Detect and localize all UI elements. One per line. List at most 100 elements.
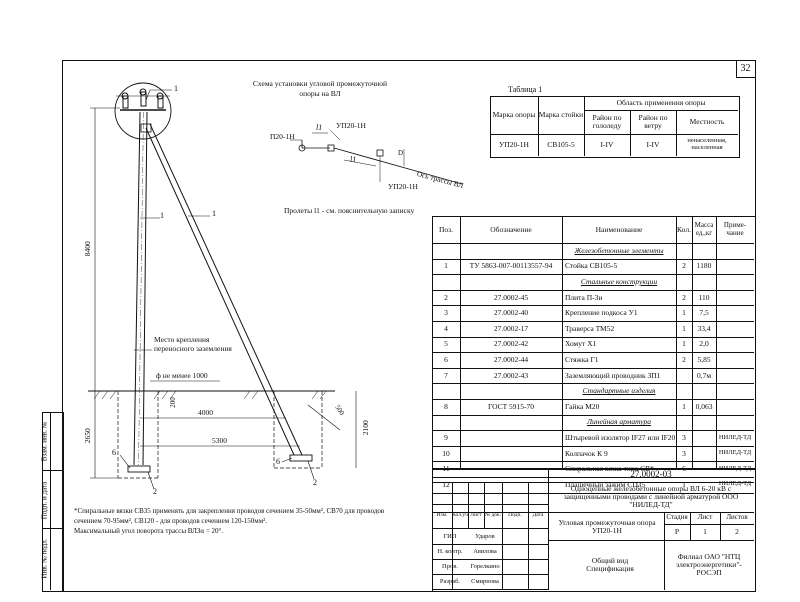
sheet-value: 1 xyxy=(703,527,707,537)
spec-cell-pos: 5 xyxy=(444,339,448,349)
spec-cell-code: 27.0002-40 xyxy=(493,308,529,318)
spec-cell-qty: 1 xyxy=(682,308,686,318)
tb-v-sheets xyxy=(720,512,721,540)
pos-2b: 2 xyxy=(313,478,317,487)
table1 xyxy=(490,96,740,158)
spec-cell-mass: 7,5 xyxy=(699,308,709,318)
ground-note-2: переносного заземления xyxy=(154,344,232,353)
spec-row-line xyxy=(432,367,754,369)
stage-value: Р xyxy=(674,527,680,537)
pos-1c: 1 xyxy=(212,209,216,218)
signature-role: Пров. xyxy=(442,562,458,570)
t1-h-area: Область применения опоры xyxy=(616,98,706,108)
spec-row-line xyxy=(432,258,754,260)
tb-v-sheet xyxy=(690,512,691,540)
stage-header: Стадия xyxy=(666,513,688,522)
spec-cell-note xyxy=(716,321,754,337)
dim-200: 200 xyxy=(168,397,177,408)
rev-v2 xyxy=(468,482,469,528)
depth-note: ф не менее 1000 xyxy=(156,371,208,380)
scheme-span-l2: l1 xyxy=(350,155,357,164)
note-line-3: Максимальный угол поворота трассы ВЛЗα =… xyxy=(74,527,224,535)
spec-cell-pos: 2 xyxy=(444,292,448,302)
dim-5300: 5300 xyxy=(212,436,227,445)
t1-loc: ненаселенная, населенная xyxy=(687,137,727,151)
sheet-number: 32 xyxy=(740,63,751,74)
signature-name: Горелкино xyxy=(470,562,500,570)
spec-cell-note xyxy=(716,259,754,275)
spec-cell-pos: 1 xyxy=(444,261,448,271)
ground-note-1: Место крепления xyxy=(154,335,210,344)
scheme-right-support-top: УП20-1Н xyxy=(336,121,366,130)
spec-cell-mass: 1180 xyxy=(696,261,712,271)
spec-v4 xyxy=(692,216,693,468)
tb-v-main xyxy=(548,468,549,590)
scheme-right-support-bottom: УП20-1Н xyxy=(388,182,418,191)
spec-cell-pos: 9 xyxy=(444,433,448,443)
spec-cell-note xyxy=(716,368,754,384)
signature-role: Разраб. xyxy=(439,577,461,585)
spec-cell-mass xyxy=(692,446,716,462)
scheme-title-1: Схема установки угловой промежуточной xyxy=(252,79,388,88)
spec-h-note: Приме-чание xyxy=(723,221,747,237)
pos-2a: 2 xyxy=(153,487,157,496)
spec-cell-code: 27.0002-44 xyxy=(493,355,529,365)
spec-cell-code xyxy=(460,430,562,446)
spec-row-line xyxy=(432,492,754,494)
spec-cell-name: Плита П-3и xyxy=(565,292,603,302)
spec-cell-qty: 1 xyxy=(682,323,686,333)
spec-cell-name: Хомут Х1 xyxy=(565,339,597,349)
rev-v1 xyxy=(452,482,453,590)
t1-v1 xyxy=(538,96,539,156)
signature-line xyxy=(432,559,548,560)
signature-name: Авилова xyxy=(473,547,497,555)
tb-h2 xyxy=(432,512,754,513)
left-stamp-inner xyxy=(50,412,51,590)
rev-v5 xyxy=(528,482,529,590)
spec-head-line xyxy=(432,243,754,244)
spec-cell-qty: 1 xyxy=(682,339,686,349)
pos-6a: 6 xyxy=(112,448,116,457)
spec-row-line xyxy=(432,414,754,416)
organization: Филиал ОАО "НТЦ электроэнергетики"-РОСЭП xyxy=(676,552,742,577)
sheets-header: Листов xyxy=(726,513,748,522)
scheme-left-support: П20-1Н xyxy=(270,132,295,141)
spec-cell-note xyxy=(716,337,754,353)
spec-cell-note xyxy=(716,352,754,368)
spec-cell-code: ТУ 5863-007-00113557-94 xyxy=(469,261,553,271)
spec-cell-qty: 2 xyxy=(682,355,686,365)
spec-row-line xyxy=(432,321,754,322)
sheet-number-box xyxy=(736,60,756,78)
spec-cell-pos: 12 xyxy=(442,479,450,489)
spec-row-line xyxy=(432,477,754,478)
spec-cell-note: НИЛЕД-ТД xyxy=(718,480,752,488)
spec-cell-pos: 7 xyxy=(444,370,448,380)
left-stamp-divider-2 xyxy=(42,528,62,529)
spec-row-line xyxy=(432,274,754,276)
spec-section-title: Железобетонные элементы xyxy=(574,245,664,255)
spec-cell-name: Штыревой изолятор IF27 или IF20 xyxy=(565,433,676,443)
spec-cell-qty: 2 xyxy=(682,261,686,271)
sheets-value: 2 xyxy=(735,527,739,537)
spec-cell-pos: 3 xyxy=(444,308,448,318)
scheme-span-note: Пролеты l1 - см. пояснительную записку xyxy=(284,206,415,215)
spec-cell-qty: 1 xyxy=(682,401,686,411)
spec-h-mass: Масса ед.,кг xyxy=(694,221,714,237)
spec-cell-mass: 0,7м xyxy=(696,370,712,380)
signature-line xyxy=(432,574,548,575)
spec-cell-qty: 3 xyxy=(682,448,686,458)
revision-header: Лист xyxy=(470,512,482,519)
spec-cell-name: Стяжка Г1 xyxy=(565,355,599,365)
left-stamp-column xyxy=(42,412,64,592)
spec-section-title: Стандартные изделия xyxy=(582,386,656,396)
spec-cell-pos: 6 xyxy=(444,355,448,365)
revision-header: Изм. xyxy=(436,512,448,519)
spec-v3 xyxy=(676,216,677,468)
spec-cell-mass: 2,0 xyxy=(699,339,709,349)
detail-circle xyxy=(114,82,172,140)
t1-h-loc: Местность xyxy=(689,117,725,127)
dim-8400: 8400 xyxy=(82,241,92,257)
spec-cell-name: Стойка СВ105-5 xyxy=(565,261,618,271)
spec-row-line xyxy=(432,352,754,354)
spec-cell-mass: 5,85 xyxy=(697,355,711,365)
